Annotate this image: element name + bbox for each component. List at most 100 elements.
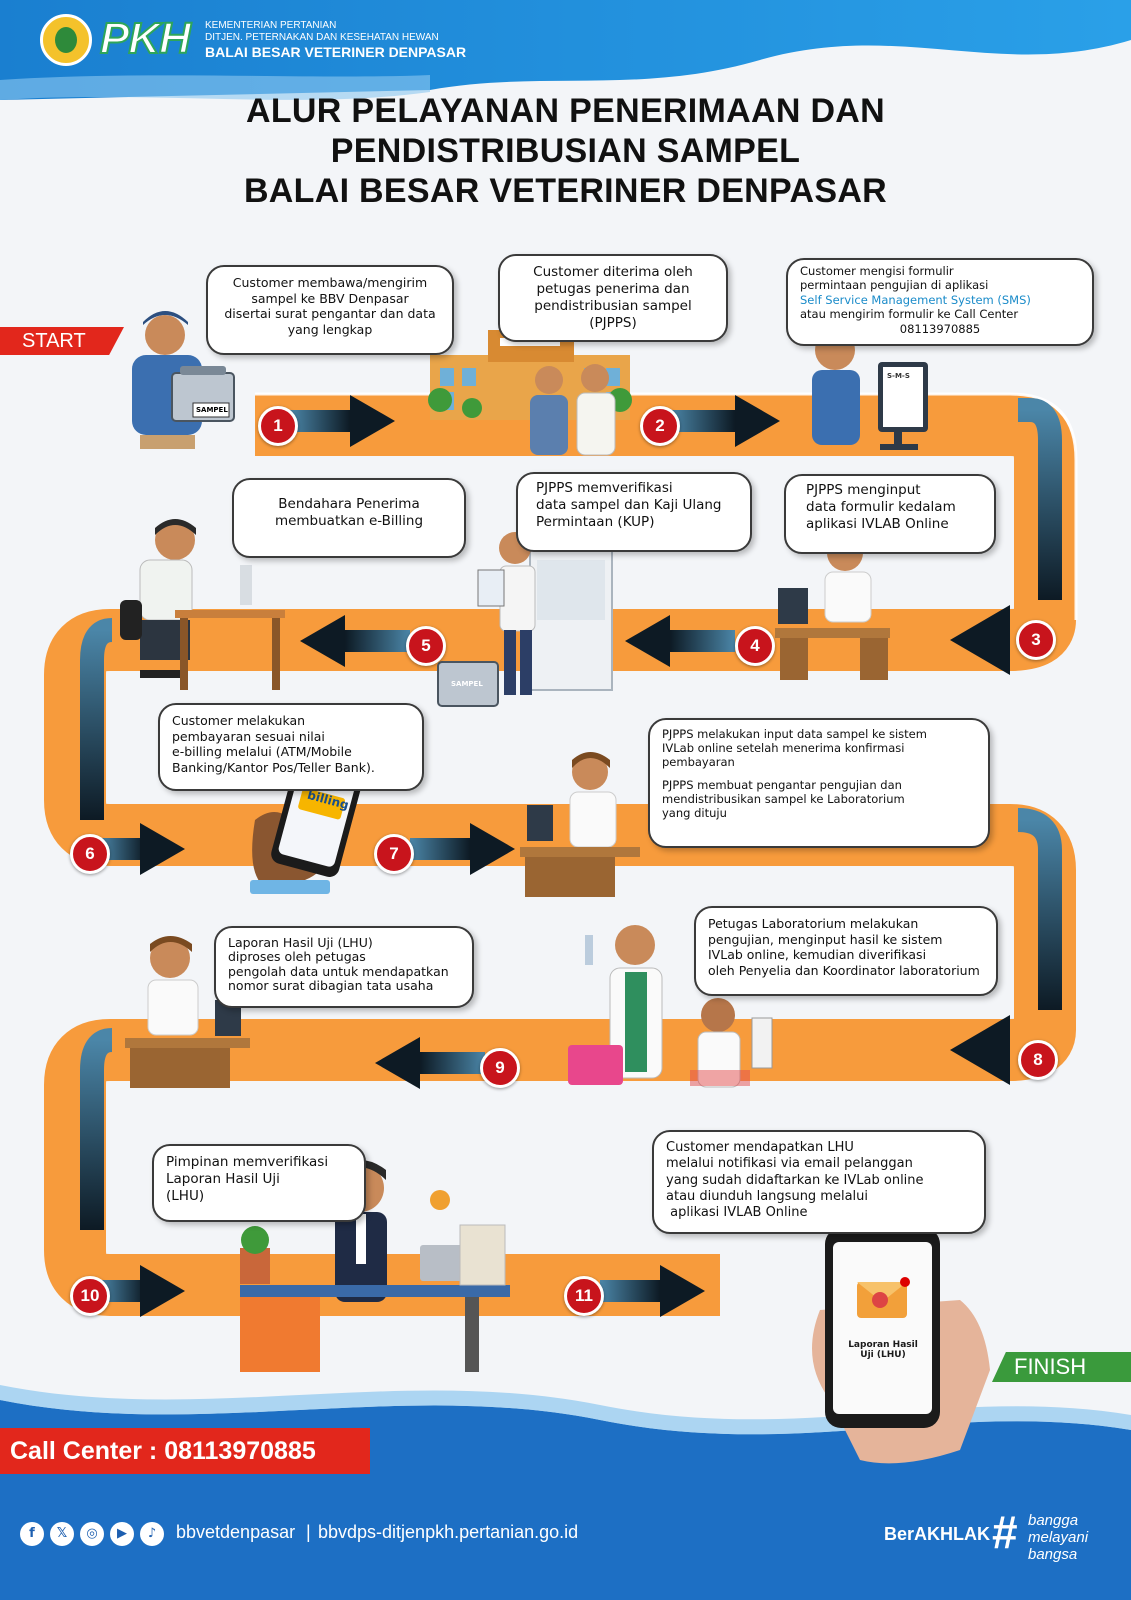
step-1-text-line: Customer membawa/mengirim (232, 275, 428, 290)
step-4-text-line: data formulir kedalam (806, 498, 956, 515)
arrow-1 (290, 395, 395, 447)
step-8-text-line: pembayaran (662, 754, 735, 769)
connector-10-arrow (80, 1028, 114, 1230)
header-org-line3: BALAI BESAR VETERINER DENPASAR (205, 44, 467, 60)
header-wave (0, 0, 1131, 100)
step-10-text-line: nomor surat dibagian tata usaha (228, 978, 434, 994)
step-8-text-line: PJPPS membuat pengantar pengujian dan (662, 778, 902, 793)
pjpps-distribute-illustration (520, 752, 640, 897)
step-8-text-line: IVLab online setelah menerima konfirmasi (662, 740, 905, 755)
step-12-text-line: melalui notifikasi via email pelanggan (666, 1156, 913, 1172)
sampel-box-label-2: SAMPEL (451, 680, 483, 688)
sampel-box-label: SAMPEL (196, 406, 228, 414)
data-processor-illustration (125, 936, 250, 1088)
step-1-badge: 1 (258, 406, 298, 446)
step-5-text-line: Permintaan (KUP) (536, 513, 655, 530)
step-4-text-line: aplikasi IVLAB Online (806, 515, 949, 532)
step-1-text-line: disertai surat pengantar dan data (224, 306, 436, 322)
step-12-text-line: yang sudah didaftarkan ke IVLab online (666, 1172, 924, 1188)
x-twitter-icon[interactable]: 𝕏 (50, 1522, 74, 1546)
step-12-text-line: aplikasi IVLAB Online (666, 1205, 808, 1220)
step-8-text-line: PJPPS melakukan input data sampel ke sis… (662, 727, 927, 741)
arrow-10 (100, 1265, 185, 1317)
step-3-phone-number: 08113970885 (899, 321, 981, 336)
step-10-text-line: diproses oleh petugas (228, 949, 366, 965)
step-5-text-line: PJPPS memverifikasi (536, 480, 673, 496)
connector-6-arrow (80, 618, 114, 820)
customer-with-sample-illustration (132, 311, 235, 449)
finish-phone-illustration (812, 1228, 990, 1464)
step-12-text-line: atau diunduh langsung melalui (666, 1188, 869, 1204)
step-7-text-line: e-billing melalui (ATM/Mobile (172, 744, 352, 760)
step-11-text-line: Pimpinan memverifikasi (166, 1154, 329, 1170)
step-9-bubble: Petugas Laboratorium melakukan pengujian… (694, 906, 998, 996)
step-5-badge: 5 (406, 626, 446, 666)
step-6-text-line: membuatkan e-Billing (274, 512, 424, 529)
arrow-4 (625, 615, 735, 667)
step-10-badge: 10 (70, 1276, 110, 1316)
header-wave-light (0, 75, 430, 100)
step-3-text-line: Customer mengisi formulir (800, 264, 954, 278)
pkh-logo: PKH (99, 13, 192, 64)
tiktok-icon[interactable]: ♪ (140, 1522, 164, 1546)
sms-screen-label: S-M-S (887, 372, 910, 380)
arrow-9 (375, 1037, 485, 1089)
connector-8-arrow (950, 808, 1062, 1085)
page-title-line1: ALUR PELAYANAN PENERIMAAN DAN (245, 92, 886, 130)
step-1-text-line: yang lengkap (287, 321, 373, 337)
arrow-6 (100, 823, 185, 875)
instagram-icon[interactable]: ◎ (80, 1522, 104, 1546)
step-1-bubble: Customer membawa/mengirim sampel ke BBV … (206, 265, 454, 355)
step-6-text-line: Bendahara Penerima (278, 496, 420, 512)
step-2-text-line: (PJPPS) (589, 314, 637, 331)
header-org-line2: DITJEN. PETERNAKAN DAN KESEHATAN HEWAN (205, 32, 439, 43)
hashtag-icon: # (992, 1506, 1018, 1558)
arrow-5 (300, 615, 410, 667)
connector-3-arrow (950, 398, 1062, 675)
step-1-text-line: sampel ke BBV Denpasar (251, 290, 409, 306)
step-3-badge: 3 (1016, 620, 1056, 660)
start-label: START (0, 327, 124, 355)
step-9-text-line: oleh Penyelia dan Koordinator laboratori… (708, 962, 980, 978)
step-12-bubble: Customer mendapatkan LHU melalui notifik… (652, 1130, 986, 1234)
biosafety-cabinet-illustration (437, 532, 613, 707)
step-3-sms-link: Self Service Management System (SMS) (800, 292, 1031, 307)
step-7-text-line: Customer melakukan (172, 713, 306, 728)
header-org-line1: KEMENTERIAN PERTANIAN (205, 20, 337, 31)
step-7-text-line: Banking/Kantor Pos/Teller Bank). (172, 759, 375, 775)
step-11-text-line: Laporan Hasil Uji (166, 1170, 280, 1187)
step-6-bubble: Bendahara Penerima membuatkan e-Billing (232, 478, 466, 558)
youtube-icon[interactable]: ▶ (110, 1522, 134, 1546)
lab-scientists-illustration (568, 925, 773, 1088)
slogan-line1: bangga (1028, 1512, 1079, 1529)
step-7-badge: 7 (374, 834, 414, 874)
emblem-leaf-icon (55, 27, 77, 53)
step-2-text-line: pendistribusian sampel (534, 297, 692, 314)
step-11-bubble: Pimpinan memverifikasi Laporan Hasil Uji… (152, 1144, 366, 1222)
page-title-line2: PENDISTRIBUSIAN SAMPEL (330, 132, 801, 170)
call-center-banner: Call Center : 08113970885 (0, 1428, 370, 1474)
step-7-text-line: pembayaran sesuai nilai (172, 728, 325, 744)
step-6-badge: 6 (70, 834, 110, 874)
phone-lhu-caption: Laporan Hasil Uji (LHU) (848, 1340, 918, 1360)
step-9-text-line: pengujian, menginput hasil ke sistem (708, 931, 943, 947)
step-7-bubble: Customer melakukan pembayaran sesuai nil… (158, 703, 424, 791)
website-link[interactable]: bbvdps-ditjenpkh.pertanian.go.id (318, 1522, 579, 1542)
handshake-illustration (530, 364, 616, 456)
footer-divider: | (306, 1522, 311, 1542)
step-3-bubble: Customer mengisi formulir permintaan pen… (786, 258, 1094, 346)
step-9-badge: 9 (480, 1048, 520, 1088)
slogan-line2: melayani (1028, 1529, 1089, 1546)
slogan-line3: bangsa (1028, 1546, 1078, 1563)
facebook-icon[interactable]: f (20, 1522, 44, 1546)
step-10-text-line: pengolah data untuk mendapatkan (228, 963, 449, 979)
step-8-text-line: yang dituju (662, 805, 727, 820)
step-3-text-line: permintaan pengujian di aplikasi (800, 278, 989, 293)
step-2-text-line: petugas penerima dan (536, 280, 690, 297)
step-4-badge: 4 (735, 626, 775, 666)
arrow-7 (410, 823, 515, 875)
step-9-text-line: Petugas Laboratorium melakukan (708, 916, 919, 931)
arrow-11 (600, 1265, 705, 1317)
step-8-text-line: mendistribusikan sampel ke Laboratorium (662, 792, 905, 807)
step-8-badge: 8 (1018, 1040, 1058, 1080)
